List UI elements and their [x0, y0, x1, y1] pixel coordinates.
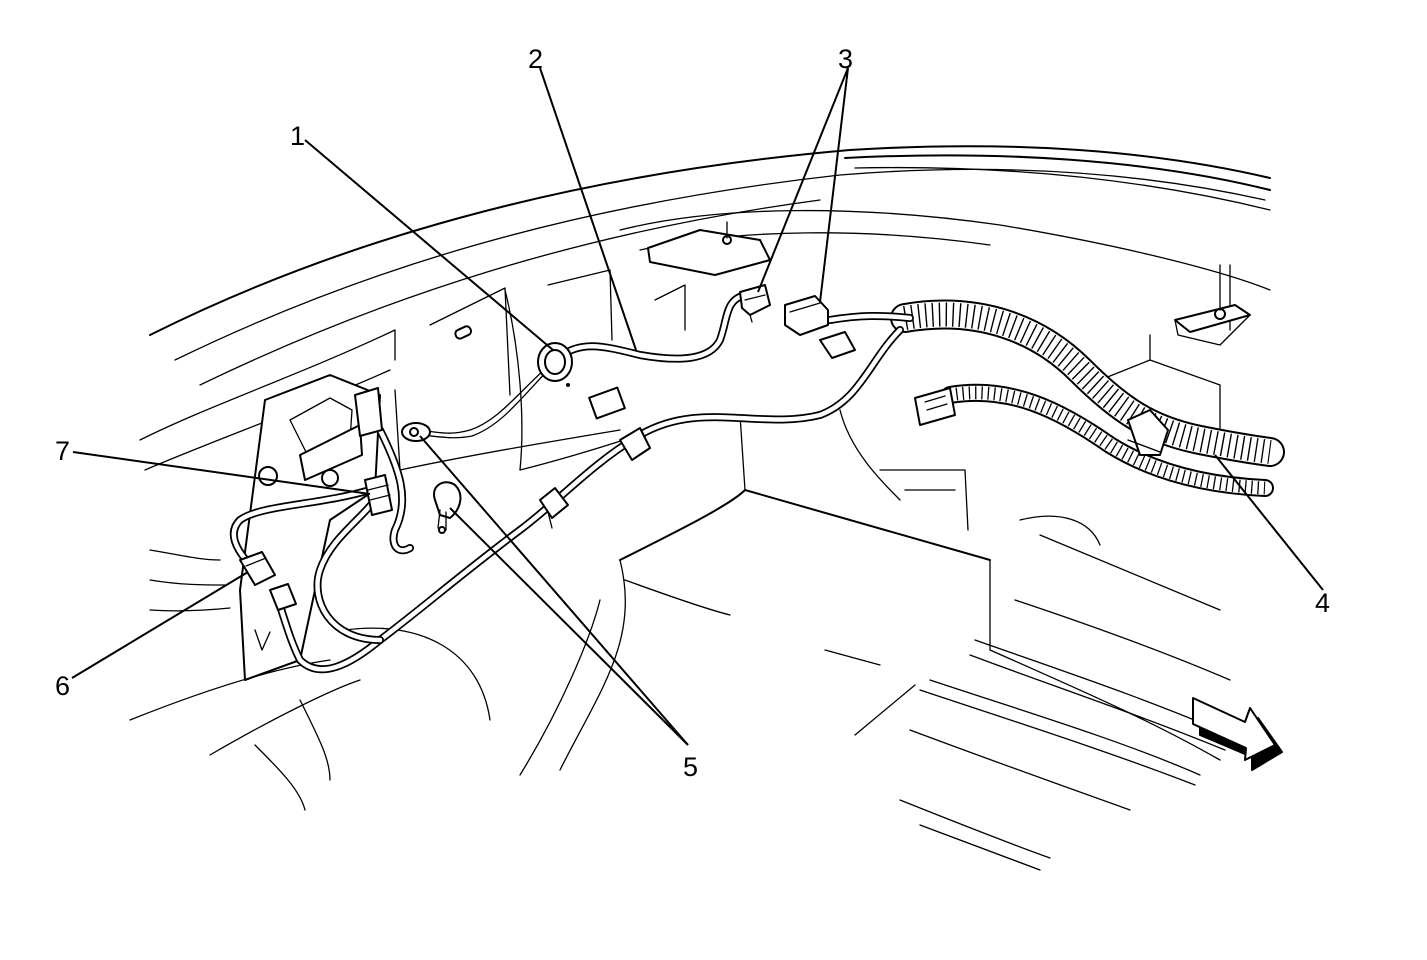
vehicle-body-linework [129, 145, 1271, 871]
leader-3b [819, 67, 849, 303]
leader-1 [304, 139, 554, 351]
secondary-harness-loom [941, 383, 1274, 497]
callout-3: 3 [838, 44, 853, 74]
harness-grommet [537, 342, 573, 387]
leader-7 [72, 451, 371, 495]
leader-3a [757, 67, 849, 293]
leader-6 [71, 571, 249, 679]
bulb-socket [433, 481, 462, 534]
rear-harness-wires [229, 291, 914, 674]
ground-eyelet [401, 422, 431, 442]
harness-connector-right [784, 295, 856, 359]
callout-7: 7 [55, 436, 70, 466]
callout-4: 4 [1315, 588, 1330, 618]
leader-5b [449, 507, 689, 746]
harness-clip-lower [539, 487, 569, 529]
leader-5a [419, 435, 689, 746]
latch-switch-connector [354, 387, 393, 516]
main-harness-loom [890, 299, 1285, 467]
forward-direction-arrow-icon [1192, 697, 1283, 771]
callout-labels: 1 2 3 4 5 6 7 [55, 44, 1330, 782]
leader-4 [1214, 454, 1324, 591]
leader-lines [71, 67, 1324, 746]
trunk-lid-connector [239, 551, 297, 611]
callout-1: 1 [290, 121, 305, 151]
loom-connector [914, 387, 956, 426]
leader-2 [539, 67, 637, 351]
loom-clip [1127, 409, 1169, 456]
callout-5: 5 [683, 752, 698, 782]
callout-6: 6 [55, 671, 70, 701]
harness-clip-upper [619, 427, 651, 461]
callout-2: 2 [528, 44, 543, 74]
harness-connector-left [739, 284, 771, 323]
